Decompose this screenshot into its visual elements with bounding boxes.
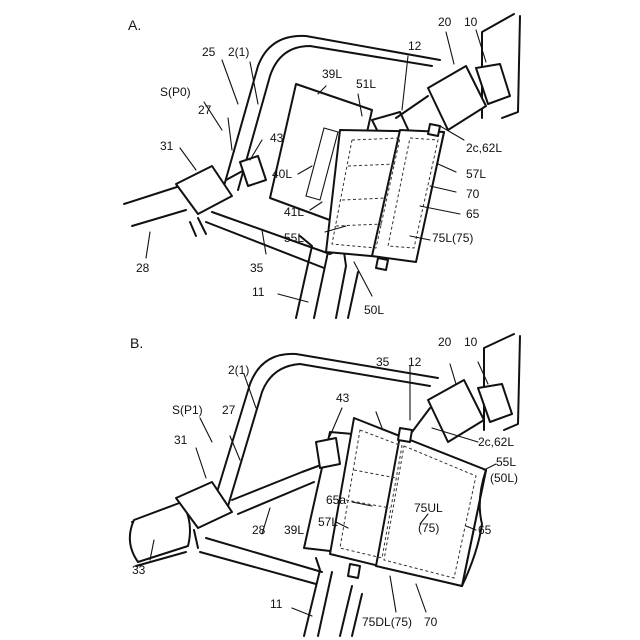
label-b-39L: 39L <box>284 523 304 537</box>
block-43-b <box>316 438 340 468</box>
label-a-10: 10 <box>464 15 478 29</box>
label-b-65a: 65a <box>326 493 346 507</box>
label-a-70: 70 <box>466 187 480 201</box>
label-b-12: 12 <box>408 355 422 369</box>
label-a-51L: 51L <box>356 77 376 91</box>
label-b-2c: 2c,62L <box>478 435 514 449</box>
label-a-20: 20 <box>438 15 452 29</box>
label-b-27: 27 <box>222 403 236 417</box>
label-a-75L: 75L(75) <box>432 231 473 245</box>
steering-head-b <box>428 334 520 442</box>
label-a-55L: 55L <box>284 231 304 245</box>
label-a-12: 12 <box>408 39 422 53</box>
label-a-41L: 41L <box>284 205 304 219</box>
label-a-39L: 39L <box>322 67 342 81</box>
steering-head-a <box>428 14 520 130</box>
label-b-50L: (50L) <box>490 471 518 485</box>
actuator-31-a <box>176 166 232 214</box>
label-b-75UL: 75UL <box>414 501 443 515</box>
label-a-65: 65 <box>466 207 480 221</box>
label-a-31: 31 <box>160 139 174 153</box>
label-b-35: 35 <box>376 355 390 369</box>
label-a-35: 35 <box>250 261 264 275</box>
label-a-2: 2(1) <box>228 45 249 59</box>
label-b-70: 70 <box>424 615 438 629</box>
label-b-55L: 55L <box>496 455 516 469</box>
label-a-40L: 40L <box>272 167 292 181</box>
link-12-a <box>396 96 428 118</box>
brace-b <box>194 530 198 548</box>
label-b-75DL: 75DL(75) <box>362 615 412 629</box>
label-b-75: (75) <box>418 521 439 535</box>
brace-b-a <box>198 218 206 234</box>
panel-b: B. <box>130 334 520 636</box>
label-b-43: 43 <box>336 391 350 405</box>
link-12-b <box>412 408 430 432</box>
label-b-11: 11 <box>270 597 283 611</box>
label-a-2c: 2c,62L <box>466 141 502 155</box>
block-43-a <box>240 156 266 186</box>
lower-stay-a <box>212 212 338 254</box>
label-b-31: 31 <box>174 433 188 447</box>
panel-a: A. <box>124 14 520 318</box>
label-a-11: 11 <box>252 285 265 299</box>
label-a-25: 25 <box>202 45 216 59</box>
label-b-10: 10 <box>464 335 478 349</box>
label-a-S: S(P0) <box>160 85 191 99</box>
label-a-28: 28 <box>136 261 150 275</box>
housing-55L-a <box>326 124 444 270</box>
label-b-2: 2(1) <box>228 363 249 377</box>
label-a-27: 27 <box>198 103 212 117</box>
brace-a <box>190 222 196 236</box>
lower-stay-inner-b <box>200 552 316 584</box>
label-b-20: 20 <box>438 335 452 349</box>
label-b-S: S(P1) <box>172 403 203 417</box>
label-b-57L: 57L <box>318 515 338 529</box>
upper-stay-inner-b <box>238 482 314 514</box>
panel-b-title: B. <box>130 335 143 351</box>
label-a-43: 43 <box>270 131 284 145</box>
label-b-33: 33 <box>132 563 146 577</box>
label-b-28: 28 <box>252 523 266 537</box>
panel-a-title: A. <box>128 17 141 33</box>
label-b-65: 65 <box>478 523 492 537</box>
arm-28-a <box>124 186 186 226</box>
actuator-33-b <box>130 502 190 566</box>
label-a-57L: 57L <box>466 167 486 181</box>
label-a-50L: 50L <box>364 303 384 317</box>
